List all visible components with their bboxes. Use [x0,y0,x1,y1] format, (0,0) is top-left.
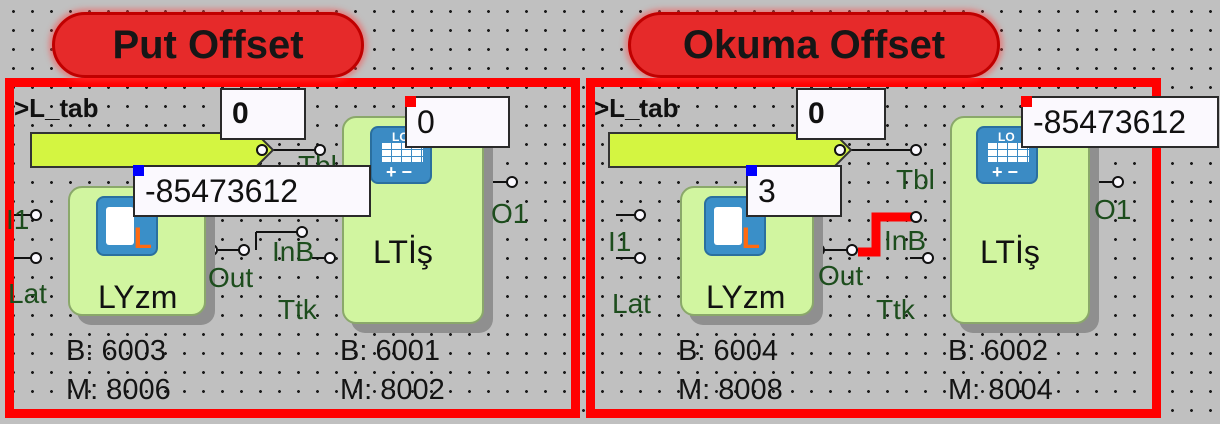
table-value-box[interactable]: 0 [220,88,306,140]
group-title-put-offset[interactable]: Put Offset [52,12,364,78]
group-frame-put-offset [5,78,580,418]
table-tag-bar[interactable] [30,132,275,168]
write-block-m-address: M: 8008 [678,374,783,406]
port-lat-label: Lat [8,278,47,309]
table-block-b-address: B: 6002 [948,335,1048,367]
port-inb-label: InB [884,225,927,256]
port-i1-label: I1 [608,226,632,257]
table-block-name: LTİş [980,234,1040,270]
port-ttk-label: Ttk [876,294,915,325]
write-block-name: LYzm [98,279,178,315]
forced-marker-red [405,96,416,107]
group-title-okuma-offset[interactable]: Okuma Offset [628,12,1000,78]
port-out-label: Out [818,260,864,291]
port-o1-label: O1 [491,198,529,229]
group-frame-okuma-offset [586,78,1161,418]
port-inb-label: InB [272,236,315,267]
write-block-m-address: M: 8006 [66,374,171,406]
output-value-box[interactable]: 0 [405,96,510,148]
table-value-box[interactable]: 0 [796,88,886,140]
port-ttk-label: Ttk [278,294,317,325]
table-block-b-address: B: 6001 [340,335,440,367]
write-block-b-address: B: 6003 [66,335,166,367]
write-block-name: LYzm [706,279,786,315]
write-value-box[interactable]: -85473612 [133,165,371,217]
highlighted-wire [858,212,916,257]
write-block-b-address: B: 6004 [678,335,778,367]
table-tag-label: >L_tab [594,93,679,123]
table-tag-label: >L_tab [14,93,99,123]
port-i1-label: I1 [6,204,30,235]
port-tbl-label: Tbl [896,164,935,195]
forced-marker-red [1021,96,1032,107]
write-value-box[interactable]: 3 [746,165,842,217]
table-block-m-address: M: 8002 [340,374,445,406]
table-block-m-address: M: 8004 [948,374,1053,406]
forced-marker-blue [746,165,757,176]
table-block-name: LTİş [373,234,433,270]
port-o1-label: O1 [1094,194,1132,225]
forced-marker-blue [133,165,144,176]
output-value-box[interactable]: -85473612 [1021,96,1219,148]
port-lat-label: Lat [612,288,651,319]
port-out-label: Out [208,262,254,293]
